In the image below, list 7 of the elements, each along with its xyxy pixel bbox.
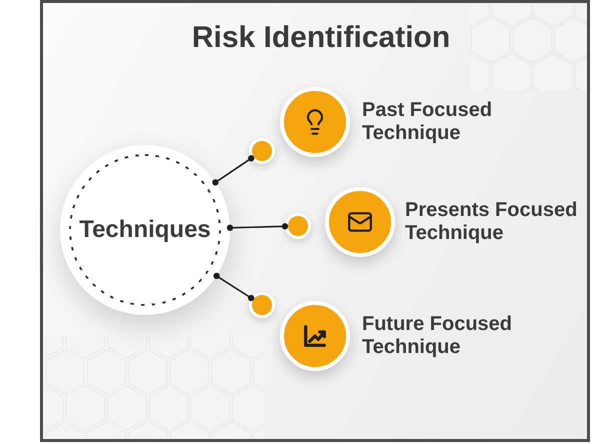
technique-label: Future Focused Technique bbox=[362, 313, 514, 359]
connector-line bbox=[213, 272, 254, 302]
node-label: Techniques bbox=[79, 216, 211, 244]
technique-label: Presents Focused Technique bbox=[405, 199, 578, 245]
diagram-title: Risk Identification bbox=[192, 21, 450, 55]
connector-line bbox=[212, 155, 254, 186]
technique-label: Past Focused Technique bbox=[362, 99, 494, 145]
